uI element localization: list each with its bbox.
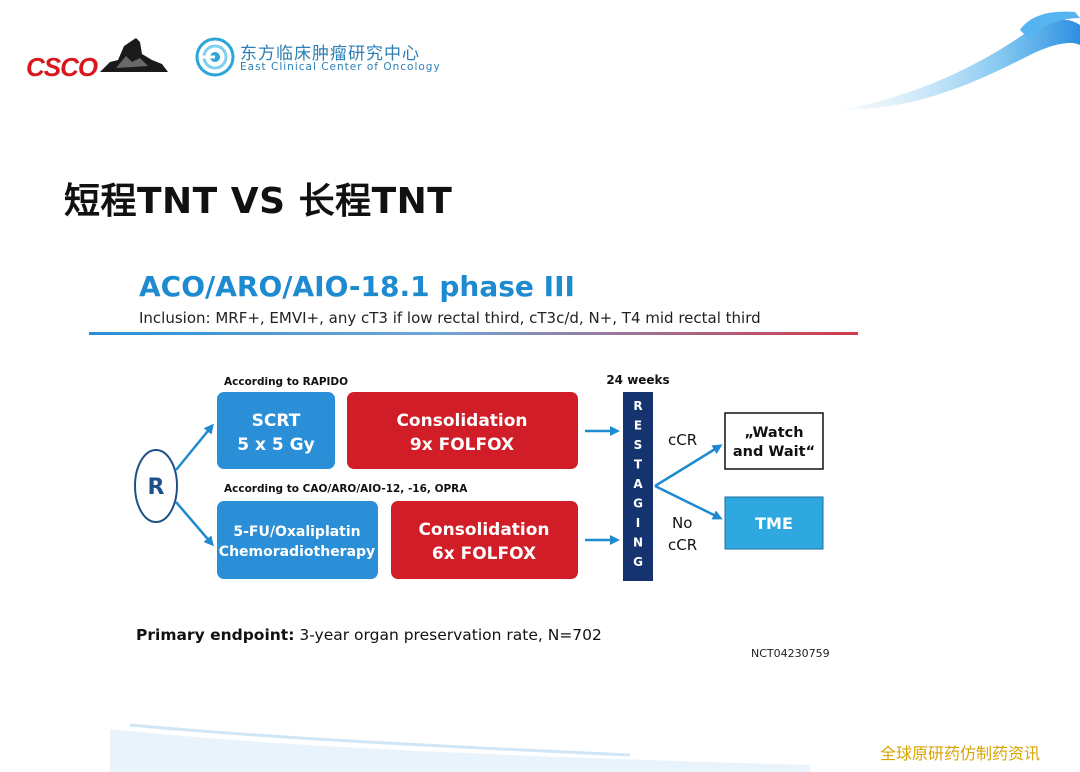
randomization-circle: [134, 449, 178, 523]
trial-name: ACO/ARO/AIO-18.1 phase III: [139, 270, 575, 303]
nct-id: NCT04230759: [751, 647, 830, 660]
arm2-crt-line2: Chemoradiotherapy: [219, 544, 375, 560]
restaging-letter: N: [633, 536, 643, 550]
restaging-letter: A: [633, 477, 643, 491]
arm2-label: According to CAO/ARO/AIO-12, -16, OPRA: [224, 483, 468, 495]
restaging-letter: I: [636, 516, 640, 530]
ecco-name-en: East Clinical Center of Oncology: [240, 61, 441, 73]
weeks-label: 24 weeks: [606, 373, 669, 387]
ribbon-decoration: [840, 11, 1080, 111]
arrow-r-to-arm1: [175, 423, 214, 471]
arm1-consolidation-line1: Consolidation: [396, 411, 527, 431]
restaging-letter: S: [634, 438, 643, 452]
restaging-letter: T: [634, 458, 643, 472]
ecco-name-cn: 东方临床肿瘤研究中心: [240, 44, 420, 64]
arrow-r-to-arm2: [175, 501, 214, 547]
arm2-consolidation-line1: Consolidation: [418, 520, 549, 540]
arm2-crt-box: [217, 501, 378, 579]
restaging-letter: G: [633, 497, 643, 511]
inclusion-criteria: Inclusion: MRF+, EMVI+, any cT3 if low r…: [139, 309, 761, 327]
arm2-consolidation-line2: 6x FOLFOX: [432, 544, 536, 564]
randomization-label: R: [148, 475, 165, 500]
arm1-scrt-line1: SCRT: [252, 411, 301, 431]
arrow-to-tme: [654, 484, 723, 520]
no-ccr-line1: No: [672, 514, 692, 532]
watch-and-wait-line1: „Watch: [744, 425, 803, 441]
arm1-consolidation-box: [347, 392, 578, 469]
great-wall-icon: [100, 38, 168, 72]
watch-and-wait-line2: and Wait“: [733, 444, 815, 460]
trial-flow-diagram: R According to RAPIDO SCRT 5 x 5 Gy Cons…: [134, 373, 824, 581]
ecco-logo: 东方临床肿瘤研究中心 East Clinical Center of Oncol…: [194, 36, 444, 80]
ecco-circle-icon: [195, 37, 235, 77]
restaging-letter: E: [634, 419, 642, 433]
bottom-swoosh-decoration: [110, 723, 810, 772]
watch-and-wait-box: [724, 412, 824, 470]
arm2-consolidation-box: [391, 501, 578, 579]
divider-line: [89, 332, 858, 335]
watermark-text: 全球原研药仿制药资讯: [880, 744, 1041, 763]
restaging-letter: R: [633, 399, 642, 413]
arm1-scrt-box: [217, 392, 335, 469]
restaging-bar: [623, 392, 653, 581]
primary-endpoint-label: Primary endpoint:: [136, 626, 295, 644]
primary-endpoint: Primary endpoint: 3-year organ preservat…: [136, 626, 602, 644]
slide-title: 短程TNT VS 长程TNT: [64, 181, 453, 222]
tme-label: TME: [755, 514, 793, 533]
arm1-consolidation-line2: 9x FOLFOX: [410, 435, 514, 455]
primary-endpoint-text: 3-year organ preservation rate, N=702: [294, 626, 602, 644]
arrow-to-watch-and-wait: [654, 444, 723, 488]
arm1-label: According to RAPIDO: [224, 376, 348, 388]
csco-logo: CSCO: [26, 32, 168, 82]
arm1-scrt-line2: 5 x 5 Gy: [237, 435, 314, 455]
tme-box: [724, 496, 824, 550]
csco-logo-text: CSCO: [26, 52, 98, 82]
ccr-label: cCR: [668, 431, 697, 449]
restaging-letter: G: [633, 555, 643, 569]
no-ccr-line2: cCR: [668, 536, 697, 554]
arm2-crt-line1: 5-FU/Oxaliplatin: [233, 524, 360, 540]
